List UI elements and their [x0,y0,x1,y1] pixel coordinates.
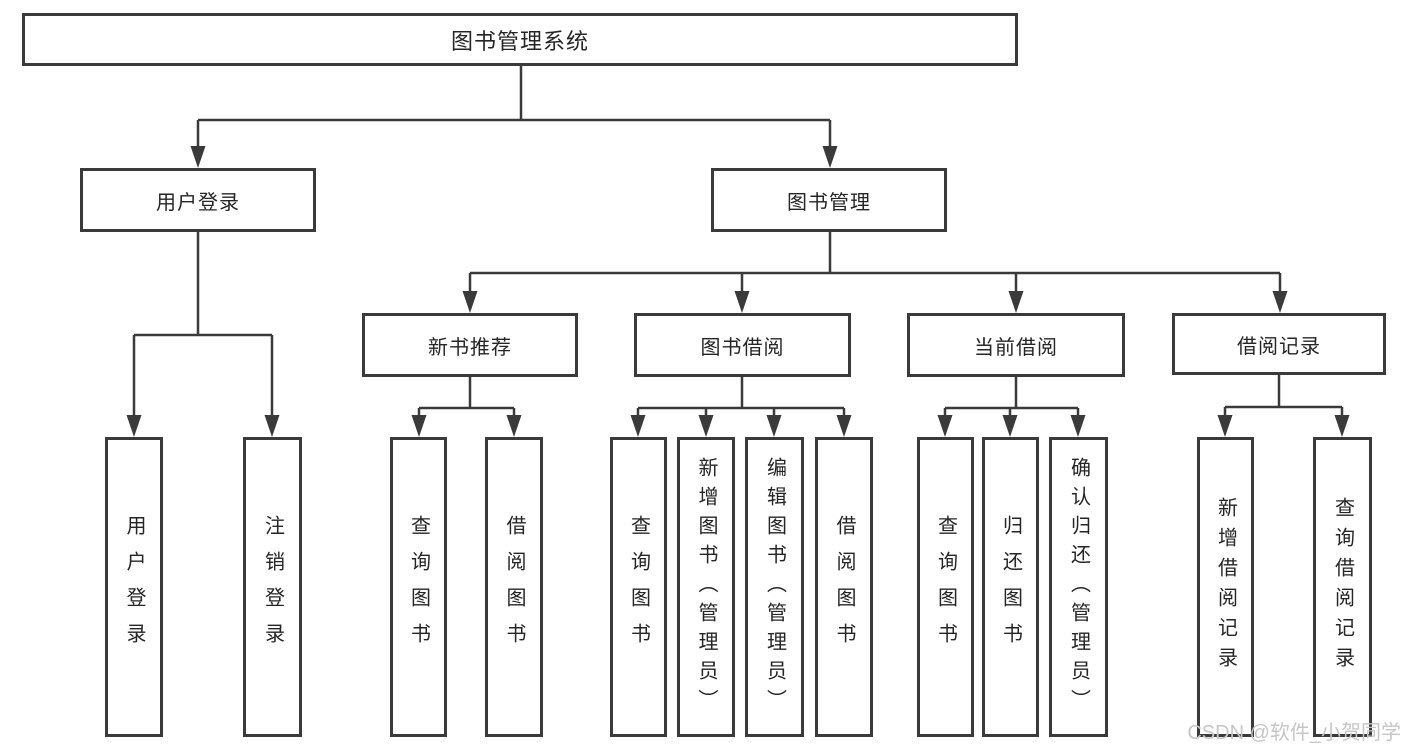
leaf-cb-return-books: 归还图书 [982,437,1039,737]
node-label: 查询借阅记录 [1331,497,1354,677]
leaf-cb-query-books: 查询图书 [917,437,974,737]
leaf-logout: 注销登录 [243,437,302,737]
leaf-nbr-borrow-books: 借阅图书 [485,437,543,737]
node-label: 查询图书 [627,515,650,659]
leaf-bb-edit-books-admin: 编辑图书（管理员） [745,437,804,737]
node-label: 归还图书 [999,515,1022,659]
node-label: 确认归还（管理员） [1067,456,1090,718]
node-book-borrowing: 图书借阅 [634,313,851,377]
leaf-br-query-record: 查询借阅记录 [1313,437,1372,737]
node-book-management: 图书管理 [711,168,947,232]
leaf-cb-confirm-return-admin: 确认归还（管理员） [1049,437,1108,737]
leaf-bb-add-books-admin: 新增图书（管理员） [677,437,735,737]
node-label: 查询图书 [934,515,957,659]
node-label: 图书管理 [787,191,871,214]
node-label: 新书推荐 [428,336,512,359]
leaf-bb-query-books: 查询图书 [610,437,667,737]
node-label: 图书借阅 [700,336,785,359]
leaf-nbr-query-books: 查询图书 [390,437,447,737]
leaf-bb-borrow-books: 借阅图书 [815,437,873,737]
leaf-br-add-record: 新增借阅记录 [1197,437,1254,737]
node-library-management-system: 图书管理系统 [22,13,1018,66]
node-borrowing-records: 借阅记录 [1172,313,1386,375]
arrowheads [126,146,1350,437]
node-label: 图书管理系统 [450,28,589,54]
node-label: 借阅图书 [833,515,855,659]
node-label: 借阅图书 [503,515,525,659]
node-current-borrowing: 当前借阅 [907,313,1125,377]
node-label: 新增借阅记录 [1214,497,1237,677]
node-label: 用户登录 [156,191,240,214]
node-label: 借阅记录 [1237,335,1321,358]
node-label: 查询图书 [407,515,430,659]
node-label: 用户登录 [123,515,145,659]
node-label: 当前借阅 [974,336,1058,359]
node-label: 新增图书（管理员） [695,456,717,718]
node-new-book-recommendation: 新书推荐 [362,313,578,377]
node-label: 注销登录 [261,515,284,659]
leaf-user-login: 用户登录 [105,437,163,737]
node-label: 编辑图书（管理员） [763,456,786,718]
node-user-login-group: 用户登录 [80,168,316,232]
watermark-csdn: CSDN @软件_小贺同学 [1187,722,1401,744]
